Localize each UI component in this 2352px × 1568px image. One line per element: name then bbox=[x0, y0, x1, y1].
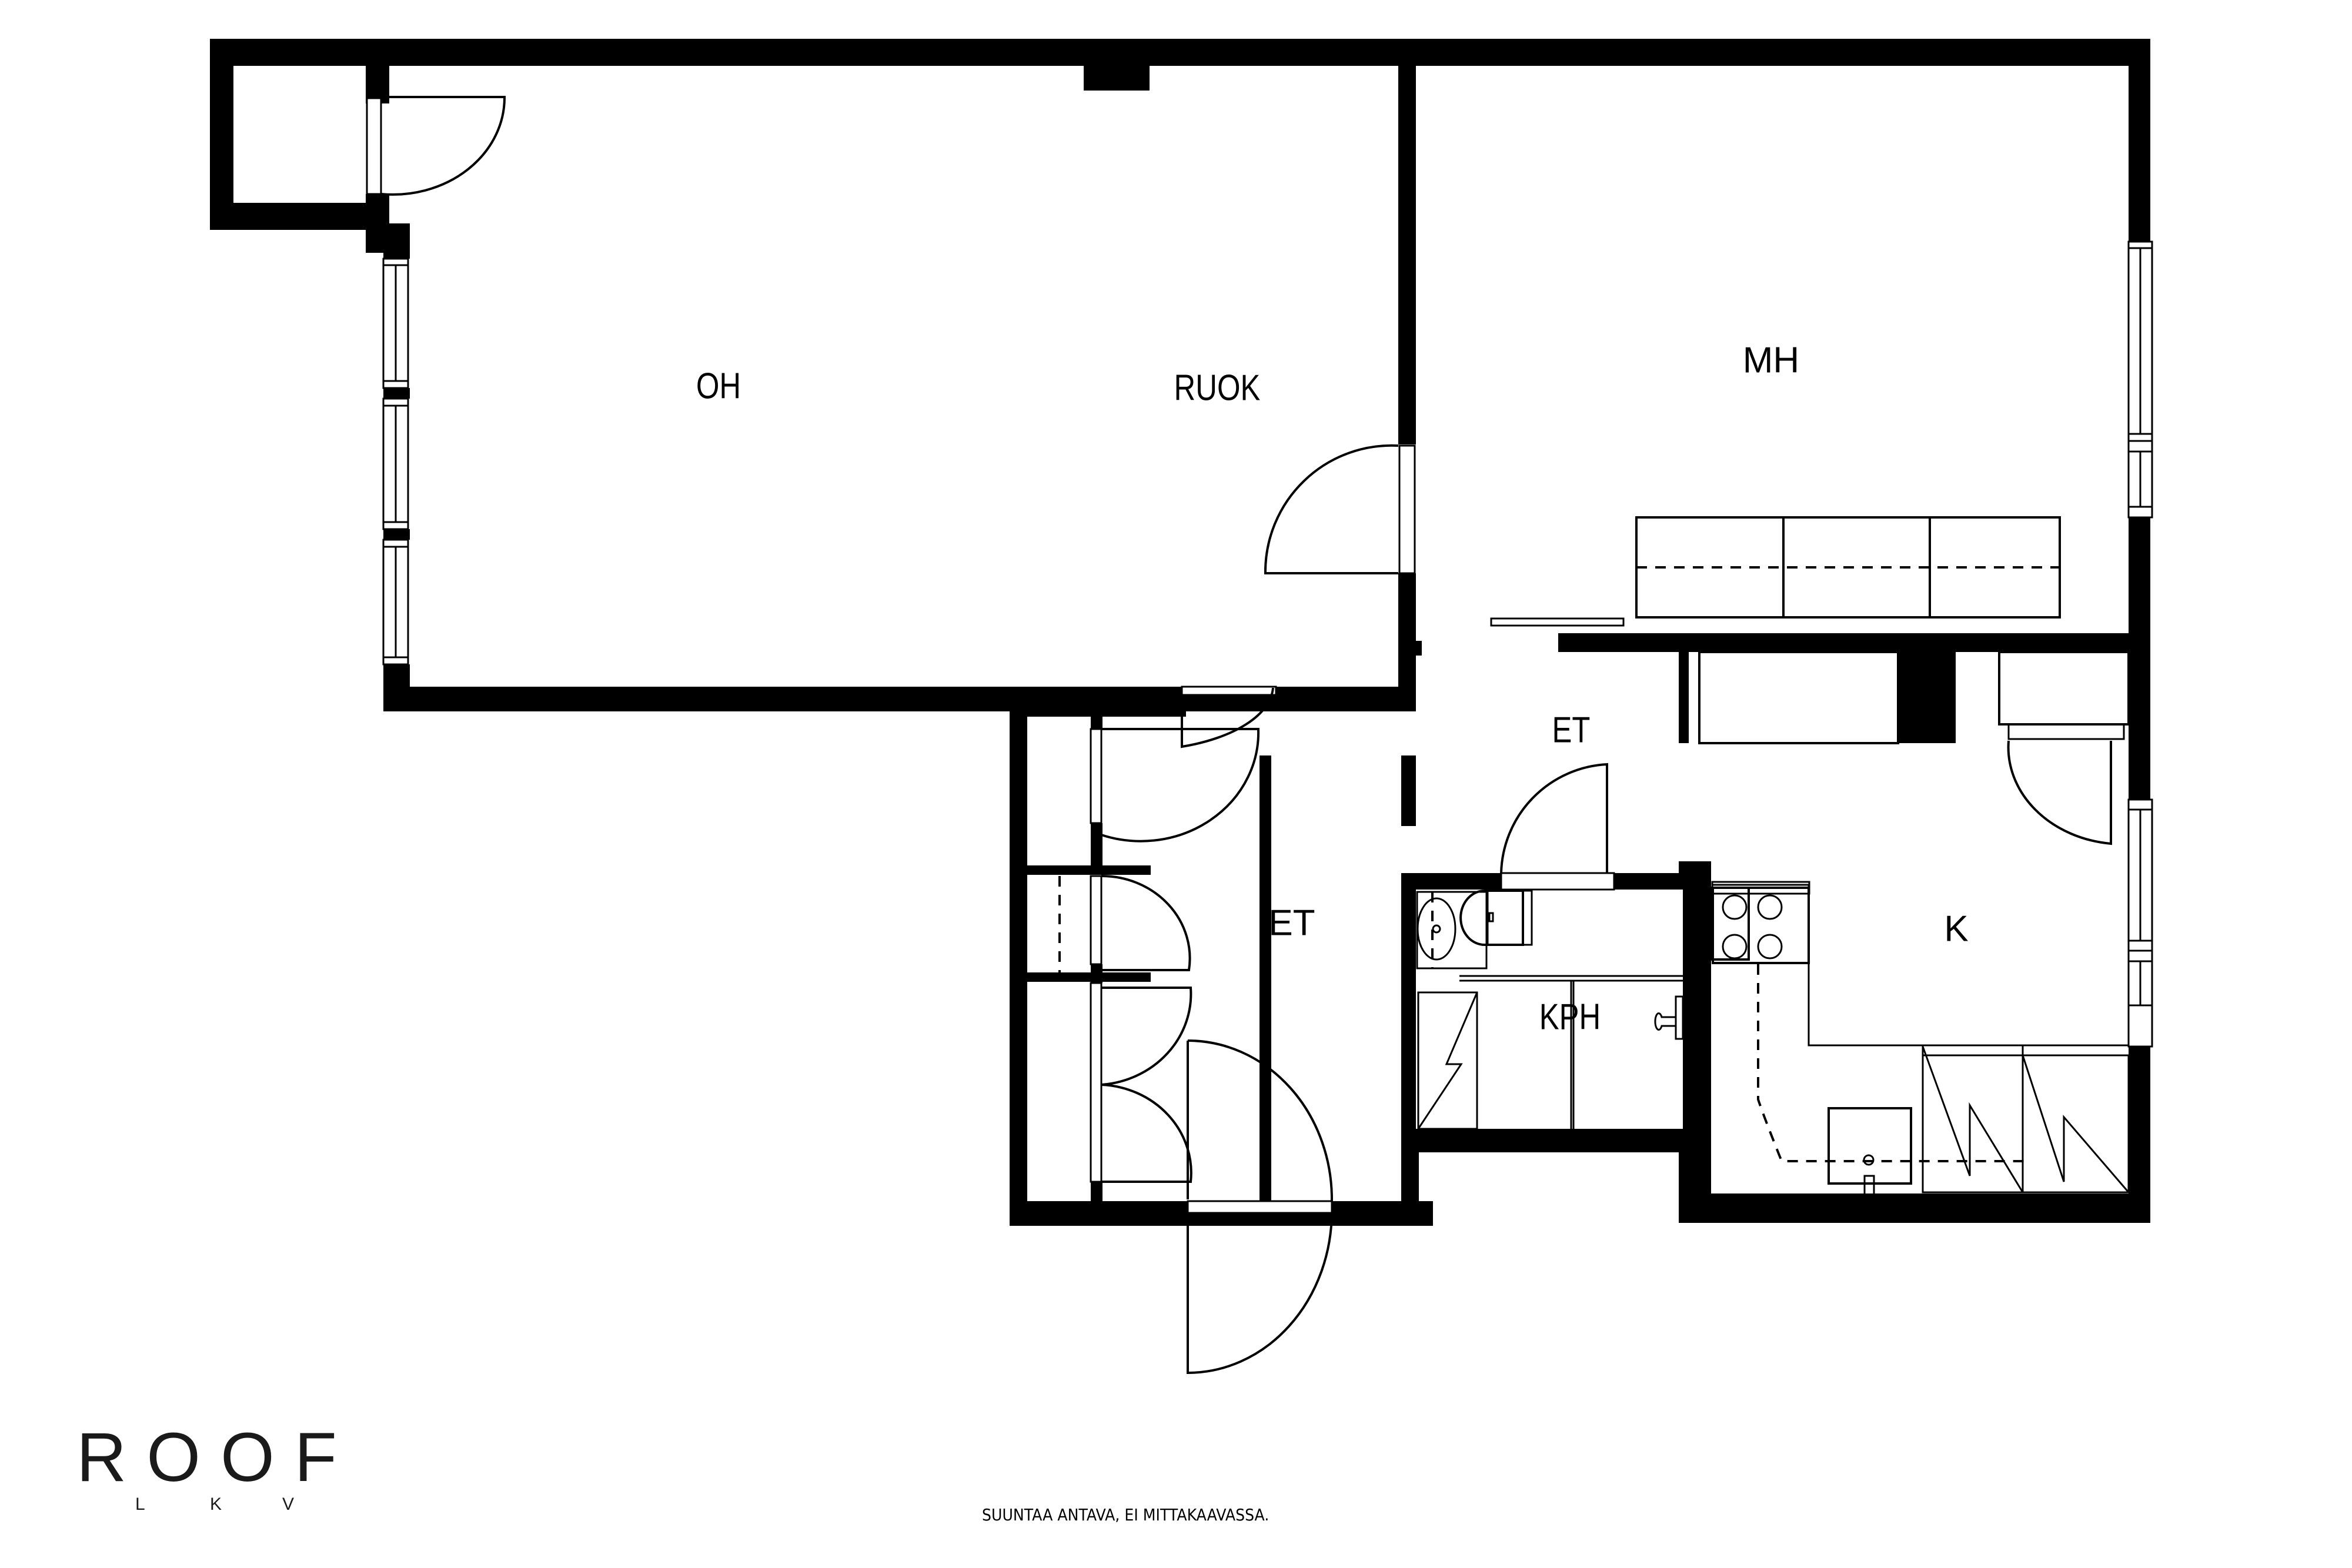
logo-sub-k: K bbox=[210, 1495, 222, 1514]
fixtures bbox=[1058, 516, 2130, 1196]
wardrobe-mh bbox=[1635, 516, 2061, 618]
appliance-2 bbox=[2022, 1054, 2130, 1193]
logo-sub-v: V bbox=[282, 1495, 295, 1514]
logo-main-text: ROOF bbox=[76, 1419, 357, 1496]
room-label-oh: OH bbox=[696, 366, 741, 407]
roof-lkv-logo: ROOF L K V bbox=[76, 1419, 357, 1514]
door-closet-2 bbox=[1090, 874, 1191, 971]
door-ruok bbox=[1264, 444, 1416, 574]
counter-outline bbox=[1712, 884, 2129, 1047]
scale-disclaimer: SUUNTAA ANTAVA, EI MITTAKAAVASSA. bbox=[982, 1505, 1269, 1524]
room-label-et-lower: ET bbox=[1268, 902, 1315, 944]
cabinet-kitchen-top bbox=[1998, 651, 2130, 726]
room-label-et-upper: ET bbox=[1552, 710, 1591, 751]
window-left-3 bbox=[382, 539, 409, 666]
door-closet-3 bbox=[1090, 982, 1192, 1183]
window-mh bbox=[2127, 240, 2153, 519]
appliance-1 bbox=[1922, 1044, 2024, 1193]
walls bbox=[210, 39, 2150, 1226]
room-label-mh: MH bbox=[1742, 340, 1800, 381]
stove bbox=[1711, 881, 1810, 964]
cabinet-et bbox=[1698, 651, 1899, 744]
sink-kph bbox=[1416, 891, 1488, 969]
counter-dash bbox=[1757, 964, 2029, 1162]
door-entrance bbox=[1187, 1039, 1334, 1375]
room-label-ruok: RUOK bbox=[1174, 367, 1261, 409]
door-storage bbox=[366, 96, 506, 196]
window-kitchen bbox=[2127, 798, 2153, 1048]
windows bbox=[382, 240, 2153, 1048]
window-left-2 bbox=[382, 397, 409, 530]
door-kph bbox=[1500, 763, 1615, 891]
door-kitchen-top bbox=[2007, 723, 2125, 845]
doors bbox=[366, 96, 2125, 1375]
washer-kph bbox=[1417, 991, 1478, 1130]
sliding-panel bbox=[1490, 617, 1625, 627]
door-closet-1 bbox=[1090, 728, 1260, 842]
room-label-k: K bbox=[1944, 908, 1969, 950]
sink-kitchen bbox=[1828, 1107, 1912, 1196]
toilet-kph bbox=[1459, 890, 1533, 946]
door-et-top bbox=[1181, 686, 1277, 748]
shower-kph bbox=[1459, 975, 1684, 1129]
window-left-1 bbox=[382, 258, 409, 389]
room-label-kph: KPH bbox=[1539, 997, 1601, 1038]
logo-sub-l: L bbox=[135, 1495, 145, 1514]
